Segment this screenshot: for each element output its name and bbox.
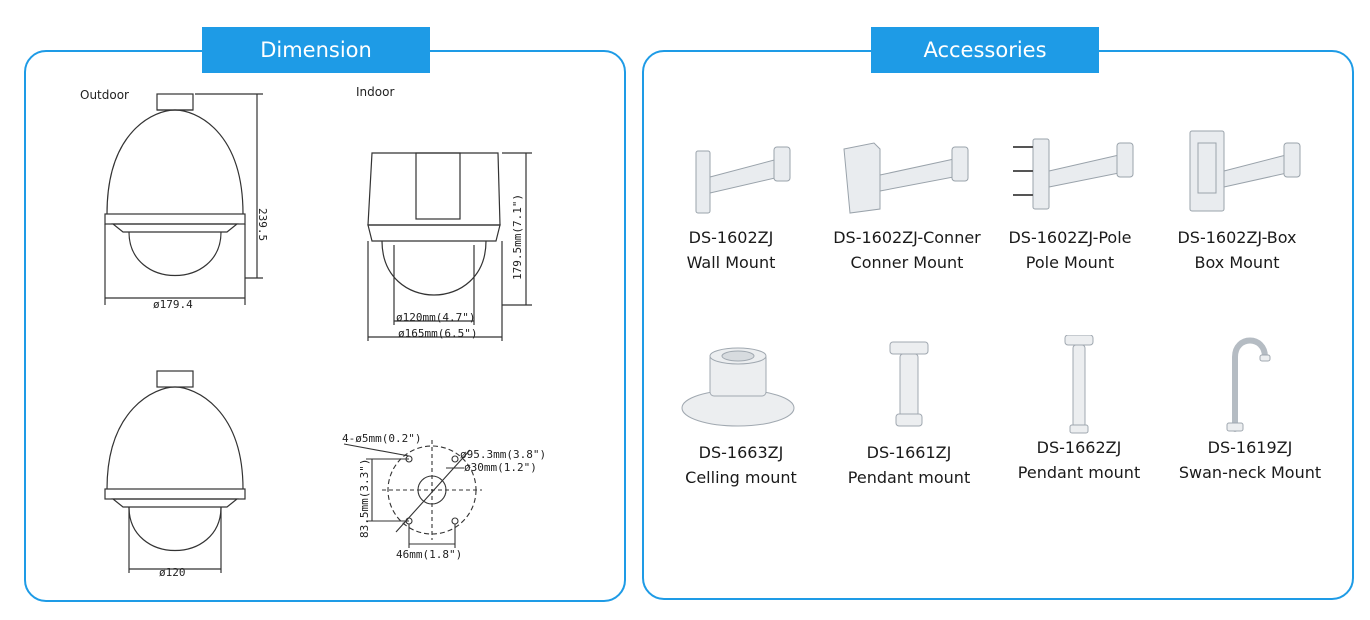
- accessory-item: DS-1662ZJ Pendant mount: [994, 334, 1164, 485]
- accessory-item: DS-1602ZJ-Pole Pole Mount: [985, 125, 1155, 275]
- mount-circle-label: ø95.3mm(3.8"): [460, 448, 546, 461]
- indoor-label: Indoor: [356, 85, 395, 99]
- accessory-item: DS-1602ZJ-Conner Conner Mount: [822, 125, 992, 275]
- indoor-height-label: 179.5mm(7.1"): [511, 194, 524, 280]
- accessory-item: DS-1602ZJ Wall Mount: [646, 125, 816, 275]
- mount-center-label: ø30mm(1.2"): [464, 461, 537, 474]
- indoor-outer-width-label: ø165mm(6.5"): [398, 327, 477, 340]
- long-pendant-mount-icon: [1064, 334, 1094, 434]
- swan-neck-mount-icon: [1226, 337, 1271, 432]
- accessory-model: DS-1602ZJ-Conner: [833, 228, 981, 247]
- indoor-inner-width-label: ø120mm(4.7"): [396, 311, 475, 324]
- accessory-model: DS-1661ZJ: [866, 443, 952, 462]
- wall-mount-bracket-icon: [695, 146, 791, 214]
- outdoor-dome-lower-drawing: ø120: [104, 370, 246, 579]
- accessories-title: Accessories: [923, 38, 1047, 62]
- accessory-name: Pole Mount: [1025, 253, 1115, 272]
- mount-holes-label: 4-ø5mm(0.2"): [342, 432, 421, 445]
- indoor-dome-drawing: ø120mm(4.7") ø165mm(6.5") 179.5mm(7.1"): [367, 152, 532, 341]
- box-mount-bracket-icon: [1189, 130, 1301, 212]
- mount-hole-pattern-drawing: 4-ø5mm(0.2") ø95.3mm(3.8") ø30mm(1.2") 8…: [342, 432, 546, 561]
- accessory-item: DS-1661ZJ Pendant mount: [824, 340, 994, 490]
- accessory-model: DS-1602ZJ: [688, 228, 774, 247]
- accessory-name: Conner Mount: [850, 253, 964, 272]
- accessory-name: Wall Mount: [686, 253, 776, 272]
- accessory-item: DS-1619ZJ Swan-neck Mount: [1165, 335, 1335, 485]
- short-pendant-mount-icon: [889, 341, 929, 427]
- corner-mount-bracket-icon: [843, 142, 969, 214]
- outdoor-label: Outdoor: [80, 88, 129, 102]
- accessory-item: DS-1663ZJ Celling mount: [656, 340, 826, 490]
- accessory-model: DS-1663ZJ: [698, 443, 784, 462]
- accessory-name: Box Mount: [1194, 253, 1280, 272]
- outdoor-top-height-label: 239.5: [256, 208, 269, 241]
- accessories-panel: [642, 50, 1354, 600]
- accessory-model: DS-1602ZJ-Box: [1177, 228, 1297, 247]
- accessory-item: DS-1602ZJ-Box Box Mount: [1152, 125, 1322, 275]
- accessory-model: DS-1619ZJ: [1207, 438, 1293, 457]
- accessory-name: Celling mount: [685, 468, 797, 487]
- ceiling-mount-icon: [681, 347, 795, 427]
- accessories-tab: Accessories: [871, 27, 1099, 73]
- outdoor-dome-drawing: ø179.4 239.5: [104, 93, 269, 311]
- outdoor-bottom-width-label: ø120: [159, 566, 186, 579]
- accessory-name: Swan-neck Mount: [1178, 463, 1322, 482]
- accessory-name: Pendant mount: [1017, 463, 1141, 482]
- dimension-title: Dimension: [260, 38, 372, 62]
- dimension-tab: Dimension: [202, 27, 430, 73]
- mount-width-label: 46mm(1.8"): [396, 548, 462, 561]
- pole-mount-bracket-icon: [1013, 138, 1134, 210]
- mount-height-label: 83.5mm(3.3"): [358, 459, 371, 538]
- outdoor-top-width-label: ø179.4: [153, 298, 193, 311]
- accessory-model: DS-1662ZJ: [1036, 438, 1122, 457]
- accessory-model: DS-1602ZJ-Pole: [1008, 228, 1132, 247]
- accessory-name: Pendant mount: [847, 468, 971, 487]
